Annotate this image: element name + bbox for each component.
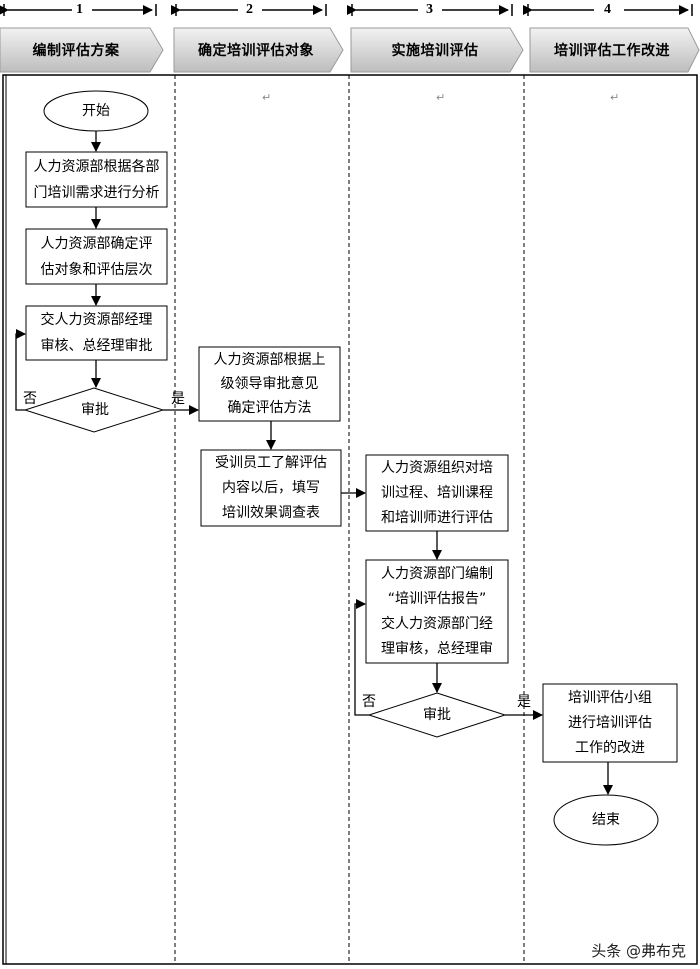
column-number-2: 2 [246, 2, 253, 17]
column-width-markers [0, 4, 693, 16]
start-node: 开始 [82, 103, 110, 119]
no-label-1: 否 [23, 391, 37, 407]
improve-node: 培训评估小组 进行培训评估 工作的改进 [544, 685, 676, 761]
column-header-1: 编制评估方案 [32, 43, 120, 59]
diagram-frame [2, 74, 698, 965]
analyze-node: 人力资源部根据各部 门培训需求进行分析 [27, 153, 166, 206]
column-header-2: 确定培训评估对象 [198, 43, 314, 59]
survey-node: 受训员工了解评估 内容以后，填写 培训效果调查表 [202, 451, 340, 525]
no-label-2: 否 [362, 694, 376, 710]
return-mark-icon: ↵ [436, 91, 446, 104]
return-mark-icon: ↵ [262, 91, 272, 104]
method-node: 人力资源部根据上 级领导审批意见 确定评估方法 [200, 348, 339, 420]
determine-node: 人力资源部确定评 估对象和评估层次 [27, 230, 166, 283]
approve1-shape [23, 387, 165, 433]
column-number-1: 1 [76, 2, 83, 17]
connectors [15, 131, 613, 795]
approve2-node: 审批 [423, 707, 451, 723]
yes-label-2: 是 [517, 694, 531, 710]
column-number-3: 3 [426, 2, 433, 17]
lane-dividers [174, 75, 525, 964]
report-node: 人力资源部门编制 “培训评估报告” 交人力资源部门经 理审核，总经理审 [367, 561, 507, 662]
yes-label-1: 是 [171, 391, 185, 407]
watermark: 头条 @弗布克 [591, 942, 686, 960]
approve1-node: 审批 [81, 402, 109, 418]
end-node: 结束 [592, 812, 620, 828]
column-headers-shapes [0, 27, 700, 73]
submit-node: 交人力资源部经理 审核、总经理审批 [27, 307, 166, 359]
approve2-shape [367, 692, 507, 738]
column-header-4: 培训评估工作改进 [554, 43, 670, 59]
column-number-4: 4 [604, 2, 611, 17]
return-mark-icon: ↵ [610, 91, 620, 104]
organize-node: 人力资源组织对培 训过程、培训课程 和培训师进行评估 [367, 456, 507, 530]
end-shape [553, 794, 659, 846]
column-header-3: 实施培训评估 [391, 43, 479, 59]
